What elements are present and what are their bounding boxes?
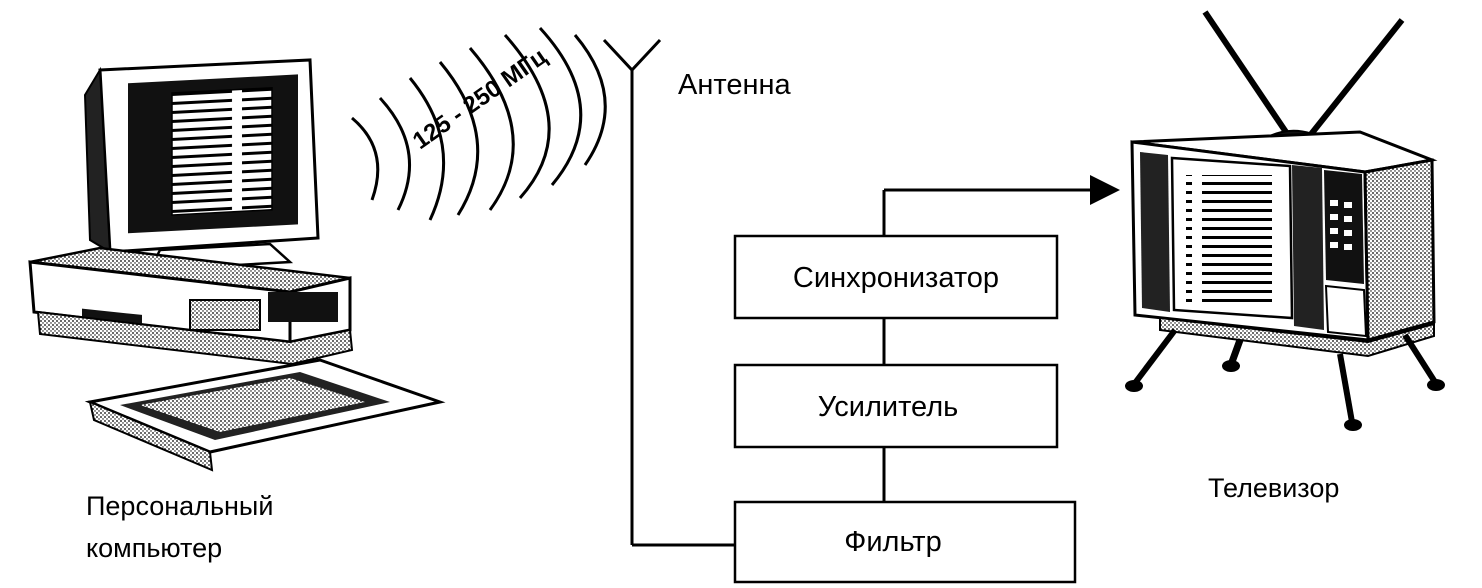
radio-waves-icon bbox=[351, 26, 607, 221]
pc-label-line1: Персональный bbox=[86, 491, 273, 521]
synchronizer-block: Синхронизатор bbox=[733, 234, 1059, 320]
signal-path bbox=[632, 175, 1120, 547]
synchronizer-label: Синхронизатор bbox=[793, 262, 999, 294]
television-icon bbox=[1125, 10, 1445, 431]
amplifier-block: Усилитель bbox=[733, 363, 1059, 449]
pc-label-line2: компьютер bbox=[86, 533, 222, 563]
filter-label: Фильтр bbox=[844, 526, 941, 558]
tv-label: Телевизор bbox=[1208, 473, 1339, 503]
antenna-label: Антенна bbox=[678, 69, 791, 101]
personal-computer-icon bbox=[28, 58, 446, 472]
amplifier-label: Усилитель bbox=[818, 391, 958, 423]
antenna-icon bbox=[602, 38, 662, 545]
filter-block: Фильтр bbox=[733, 500, 1077, 584]
